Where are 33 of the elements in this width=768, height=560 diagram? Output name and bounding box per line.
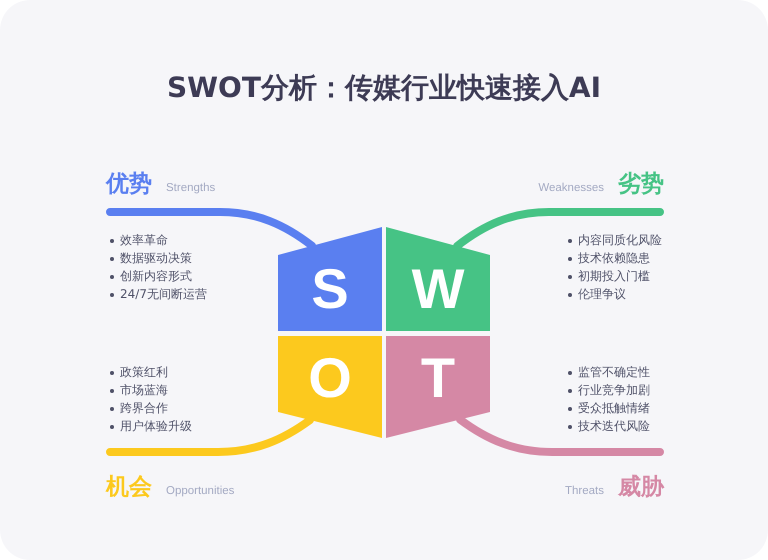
section-subtitle: Weaknesses bbox=[538, 182, 604, 194]
diagram-title: SWOT分析：传媒行业快速接入AI bbox=[166, 70, 602, 106]
section-subtitle: Threats bbox=[565, 485, 604, 497]
bullet-item: 24/7无间断运营 bbox=[108, 285, 207, 303]
bullet-item: 伦理争议 bbox=[566, 285, 662, 303]
bullet-item: 行业竞争加剧 bbox=[566, 381, 650, 399]
bullet-item: 用户体验升级 bbox=[108, 417, 192, 435]
bullet-item: 技术迭代风险 bbox=[566, 417, 650, 435]
bullet-item: 数据驱动决策 bbox=[108, 249, 207, 267]
bullet-item: 跨界合作 bbox=[108, 399, 192, 417]
bullet-item: 监管不确定性 bbox=[566, 363, 650, 381]
section-heading: 优势 bbox=[106, 170, 152, 198]
connector-curve bbox=[106, 208, 316, 250]
bullet-item: 效率革命 bbox=[108, 231, 207, 249]
connector-curve bbox=[106, 416, 314, 456]
bullet-item: 创新内容形式 bbox=[108, 267, 207, 285]
bullet-item: 政策红利 bbox=[108, 363, 192, 381]
connector-curve bbox=[456, 416, 664, 456]
bullet-item: 内容同质化风险 bbox=[566, 231, 662, 249]
section-heading: 劣势 bbox=[618, 170, 664, 198]
quadrant-letter: T bbox=[420, 355, 456, 401]
section-subtitle: Strengths bbox=[166, 182, 216, 194]
bullet-item: 初期投入门槛 bbox=[566, 267, 662, 285]
bullet-item: 技术依赖隐患 bbox=[566, 249, 662, 267]
section-heading: 威胁 bbox=[618, 473, 664, 501]
section-heading: 机会 bbox=[106, 473, 152, 501]
bullet-item: 市场蓝海 bbox=[108, 381, 192, 399]
quadrant-letter: S bbox=[311, 266, 349, 312]
quadrant-letter: O bbox=[308, 355, 352, 401]
bullet-item: 受众抵触情绪 bbox=[566, 399, 650, 417]
connector-curve bbox=[453, 208, 664, 250]
section-subtitle: Opportunities bbox=[166, 485, 234, 497]
quadrant-letter: W bbox=[412, 266, 464, 312]
